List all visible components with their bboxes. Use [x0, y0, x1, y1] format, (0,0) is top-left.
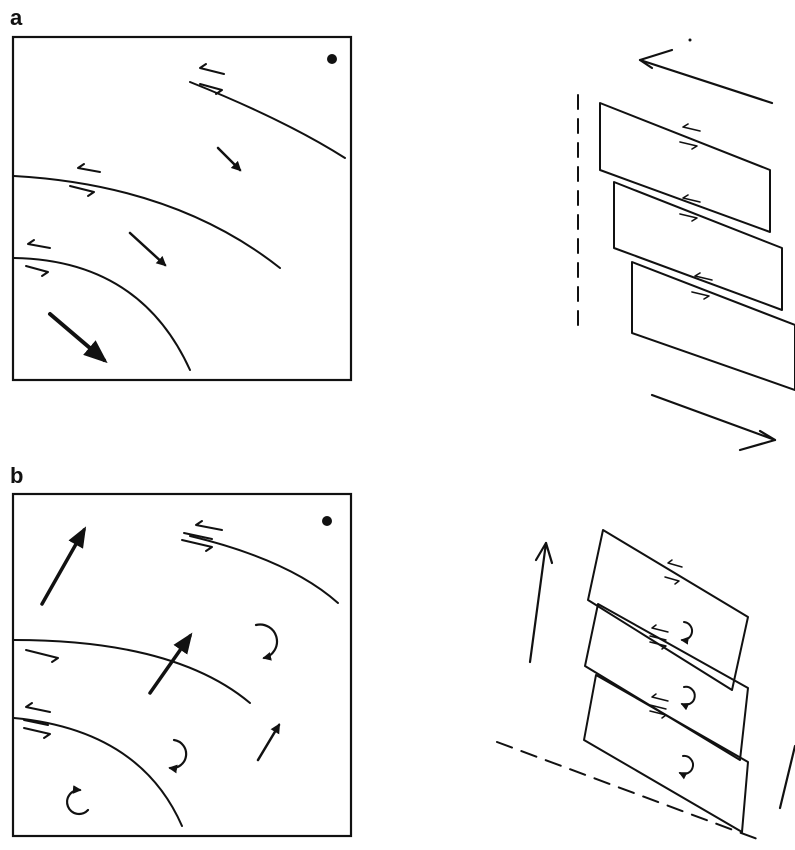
rotation-arrow-icon [65, 785, 90, 815]
rotation-arrow-icon [680, 685, 696, 711]
fault-trace-2 [13, 175, 281, 269]
shear-sense-symbol [691, 272, 713, 300]
shear-sense-symbol [199, 63, 225, 95]
shear-arrow-bottom-shaft [650, 393, 777, 442]
motion-arrow [256, 723, 281, 762]
motion-arrow [40, 526, 87, 606]
motion-arrow [128, 231, 167, 267]
shear-sense-symbol [649, 624, 669, 650]
panel-b-map-frame [11, 492, 353, 838]
shear-sense-symbol [649, 693, 669, 719]
shear-sense-symbol [679, 194, 701, 222]
shear-sense-symbol [23, 702, 51, 739]
shear-sense-symbol [25, 649, 59, 663]
fault-trace-1 [189, 535, 339, 604]
fault-trace-3 [13, 717, 183, 827]
fault-trace-2 [13, 639, 251, 704]
panel-b: b [10, 463, 795, 841]
rotation-sense-arrow-shaft [528, 541, 548, 664]
pole-dot [322, 516, 332, 526]
crustal-block [599, 102, 771, 233]
shear-sense-symbol [25, 239, 51, 277]
shear-arrow-bottom [738, 429, 777, 452]
block-diagram-b [496, 529, 795, 841]
motion-arrow [148, 632, 193, 695]
panel-a: a [10, 5, 795, 452]
motion-arrow [48, 312, 108, 364]
shear-sense-symbol [664, 559, 683, 585]
fault-trace-3 [13, 257, 191, 371]
rotation-arrow-icon [678, 754, 694, 780]
rotation-arrow-icon [168, 738, 188, 774]
rotation-arrow-icon [680, 621, 693, 645]
crustal-block [583, 674, 749, 833]
shear-arrow-top-shaft [638, 58, 774, 105]
panel-a-map-frame [11, 35, 353, 382]
rotation-arrow-icon [254, 623, 279, 661]
crustal-block [584, 603, 749, 761]
fault-trace-1 [189, 81, 346, 159]
crustal-block [631, 261, 795, 391]
block-diagram-a [577, 38, 795, 452]
panel-label-a: a [10, 5, 23, 30]
shear-sense-symbol [181, 520, 223, 552]
motion-arrow [216, 146, 242, 172]
crustal-block [587, 529, 749, 691]
dashed-boundary [496, 741, 761, 841]
shear-sense-symbol [69, 163, 101, 197]
edge-arrow [778, 744, 795, 810]
shear-sense-symbol [679, 123, 701, 150]
pole-dot [327, 54, 337, 64]
rotation-sense-arrow [534, 541, 554, 565]
crustal-block [613, 181, 783, 311]
speck [688, 38, 692, 42]
panel-label-b: b [10, 463, 23, 488]
